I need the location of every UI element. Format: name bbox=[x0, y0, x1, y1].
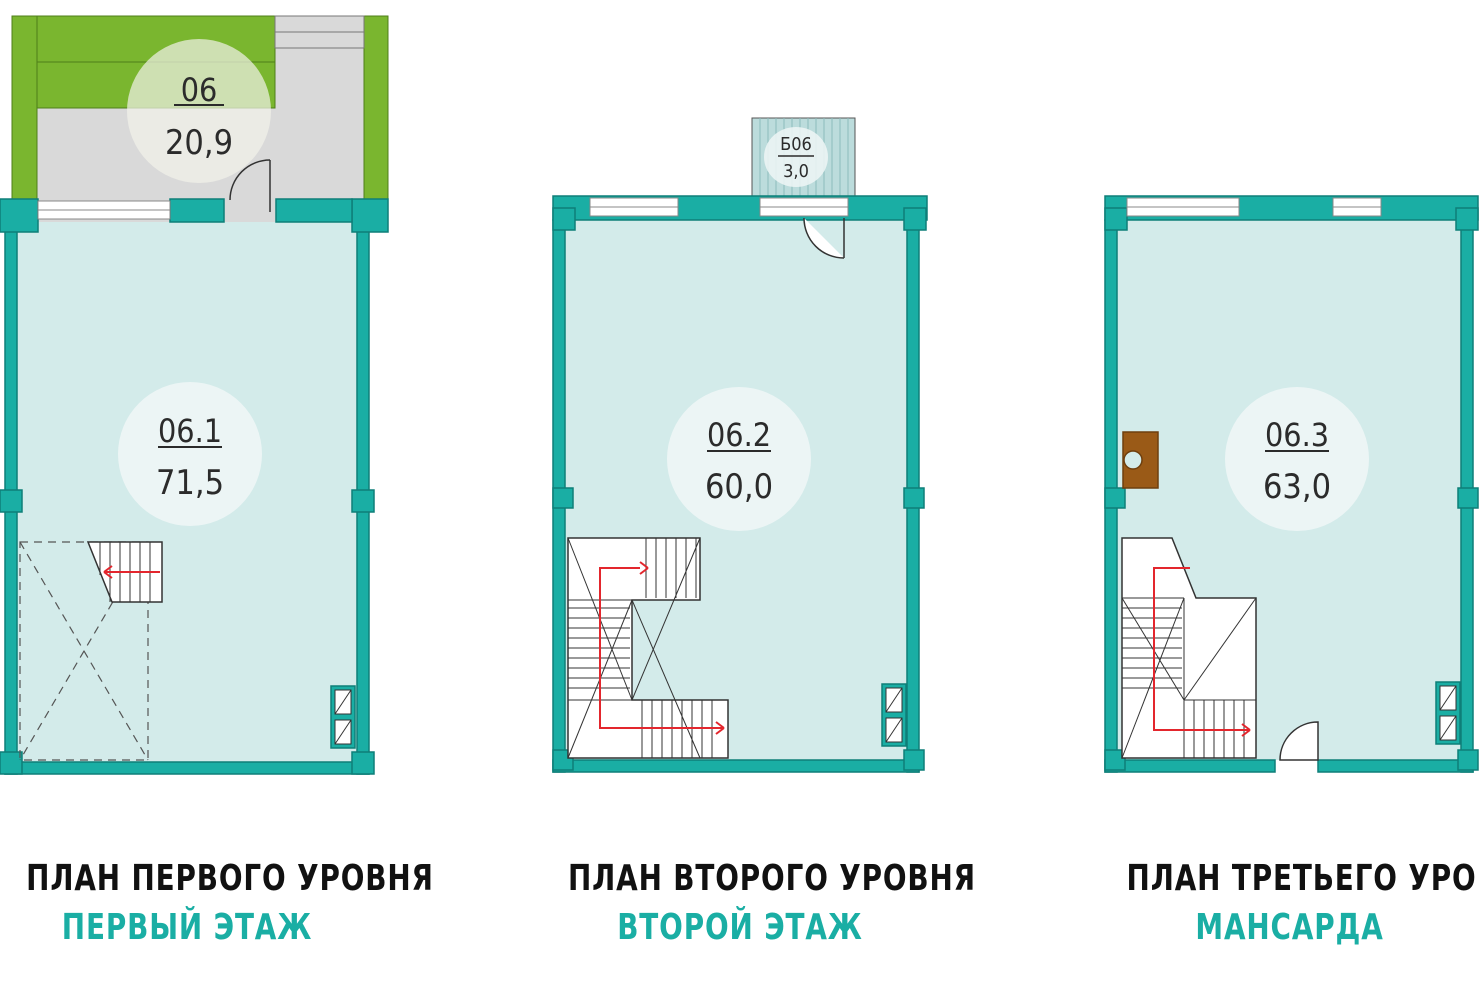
windows-third-level bbox=[1126, 197, 1382, 217]
room-area-second: 60,0 bbox=[705, 467, 773, 507]
plan-title-second: ПЛАН ВТОРОГО УРОВНЯ bbox=[568, 858, 976, 899]
vent-block-first bbox=[330, 685, 356, 749]
room-badge-second: 06.2 60,0 bbox=[667, 387, 811, 531]
plan-second-level: Б06 3,0 bbox=[552, 117, 928, 773]
stair-third bbox=[1121, 537, 1257, 759]
stair-second bbox=[567, 537, 729, 759]
plan-subtitle-first: ПЕРВЫЙ ЭТАЖ bbox=[61, 907, 313, 948]
windows-second-level bbox=[589, 197, 849, 217]
terrace-number: 06 bbox=[181, 71, 218, 109]
vent-block-third bbox=[1435, 681, 1461, 745]
windows-first-level bbox=[37, 200, 171, 220]
vent-block-second bbox=[881, 683, 907, 747]
caption-third-level: ПЛАН ТРЕТЬЕГО УРОВНЯ МАНСАРДА bbox=[1100, 858, 1479, 948]
room-number-first: 06.1 bbox=[158, 412, 222, 450]
caption-first-level: ПЛАН ПЕРВОГО УРОВНЯ ПЕРВЫЙ ЭТАЖ bbox=[0, 858, 434, 948]
plan-third-level: 06.3 63,0 bbox=[1104, 195, 1479, 773]
room-area-first: 71,5 bbox=[156, 463, 224, 503]
balcony: Б06 3,0 bbox=[751, 117, 856, 197]
balcony-area: 3,0 bbox=[783, 161, 809, 182]
stair-first bbox=[86, 541, 163, 603]
door-second bbox=[803, 217, 845, 259]
plan-subtitle-second: ВТОРОЙ ЭТАЖ bbox=[617, 907, 863, 948]
balcony-number: Б06 bbox=[780, 134, 812, 155]
plan-first-level: 06 20,9 bbox=[0, 15, 389, 775]
plan-title-first: ПЛАН ПЕРВОГО УРОВНЯ bbox=[26, 858, 434, 899]
caption-second-level: ПЛАН ВТОРОГО УРОВНЯ ВТОРОЙ ЭТАЖ bbox=[540, 858, 976, 948]
terrace-badge: 06 20,9 bbox=[127, 39, 271, 183]
chimney bbox=[1122, 431, 1159, 489]
plan-title-third: ПЛАН ТРЕТЬЕГО УРОВНЯ bbox=[1126, 858, 1479, 899]
room-badge-third: 06.3 63,0 bbox=[1225, 387, 1369, 531]
room-number-second: 06.2 bbox=[707, 416, 771, 454]
room-badge-first: 06.1 71,5 bbox=[118, 382, 262, 526]
room-number-third: 06.3 bbox=[1265, 416, 1329, 454]
door-third bbox=[1279, 721, 1319, 761]
walls-first-level bbox=[0, 198, 389, 775]
terrace-area: 20,9 bbox=[165, 123, 233, 163]
plan-subtitle-third: МАНСАРДА bbox=[1195, 907, 1384, 948]
room-area-third: 63,0 bbox=[1263, 467, 1331, 507]
